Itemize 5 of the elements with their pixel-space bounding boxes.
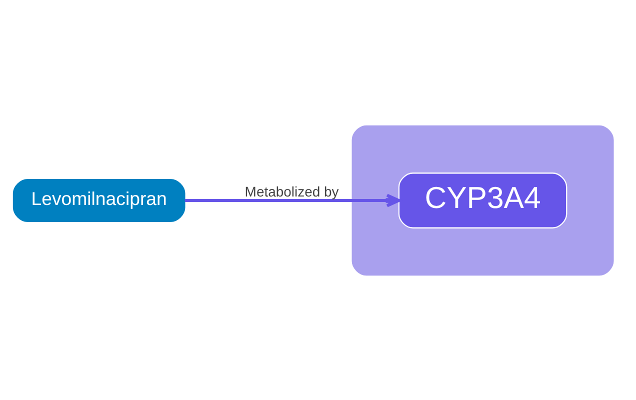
edge-label: Metabolized by [244, 183, 339, 200]
node-box: Levomilnacipran [12, 178, 186, 222]
node-box: CYP3A4 [398, 172, 568, 228]
arrow [184, 193, 400, 207]
cluster [352, 124, 614, 276]
